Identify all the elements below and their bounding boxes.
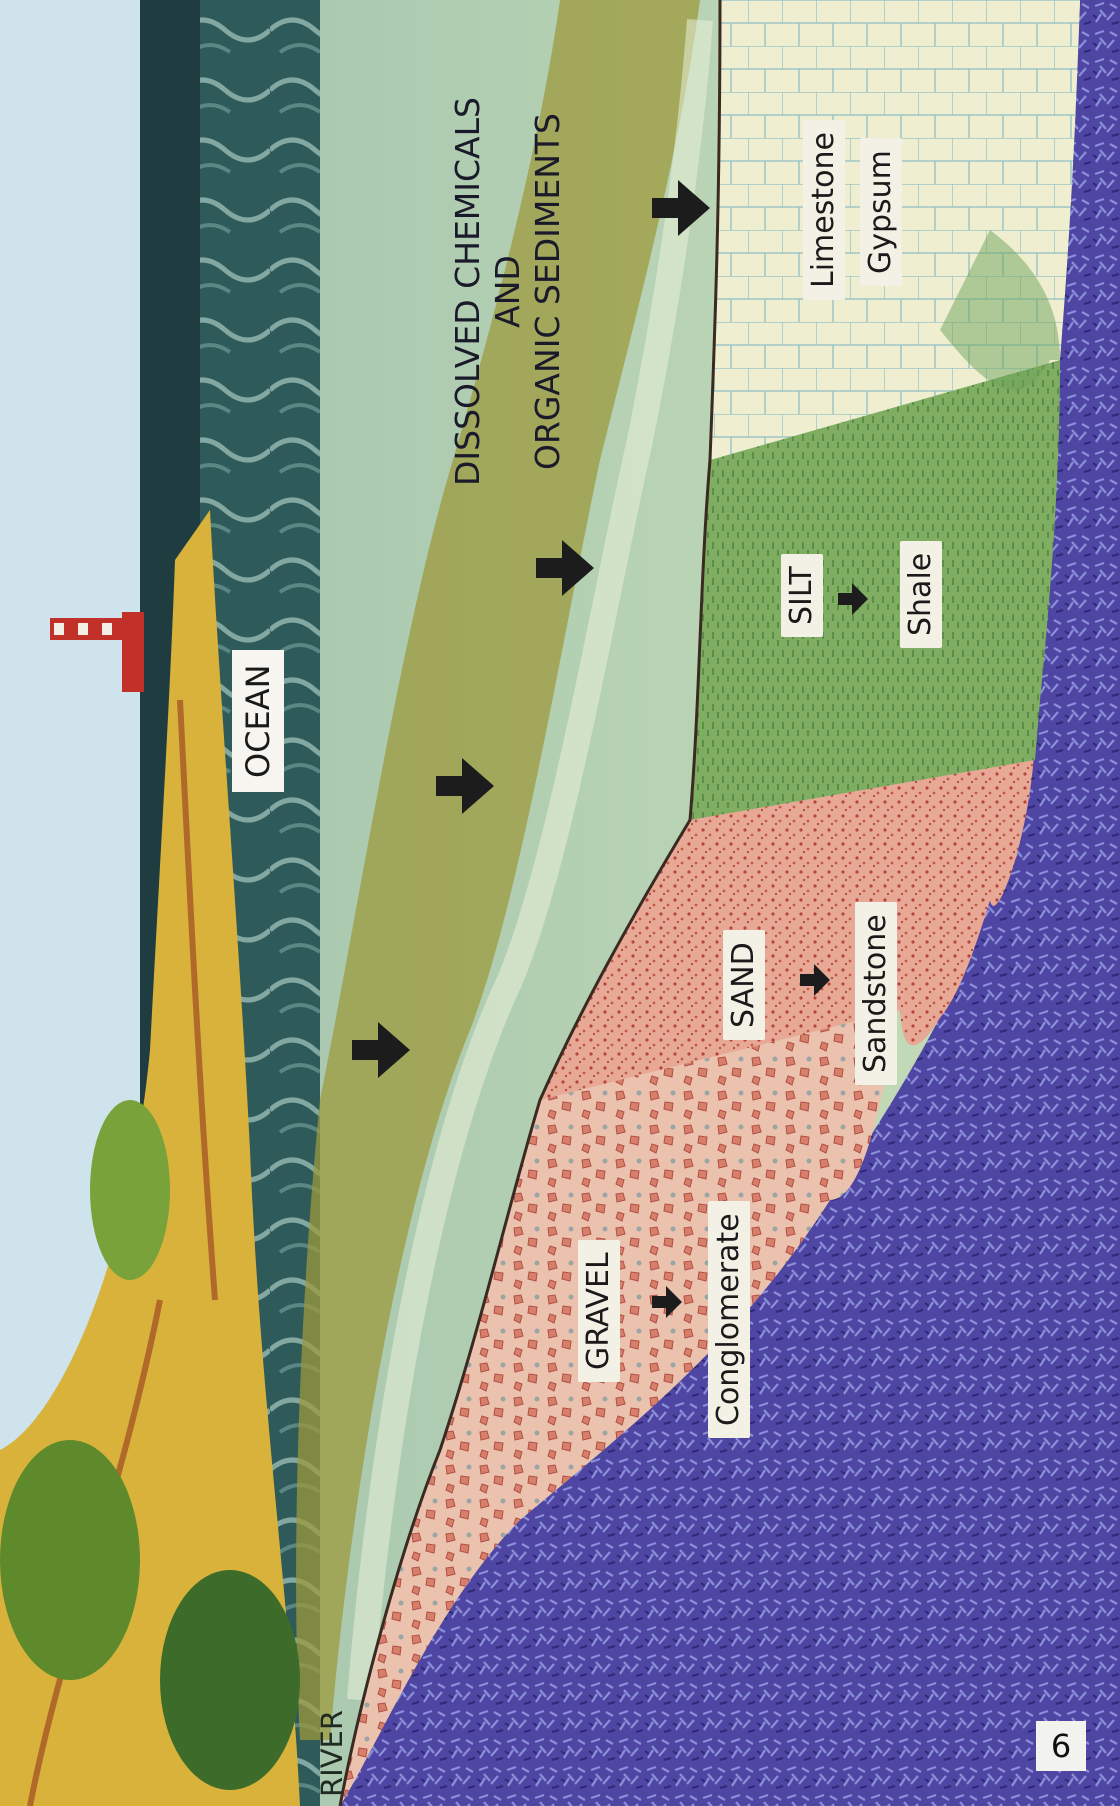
- gypsum-label: Gypsum: [860, 138, 902, 286]
- sand-label: SAND: [723, 930, 765, 1040]
- conglomerate-label: Conglomerate: [708, 1201, 750, 1438]
- sandstone-label: Sandstone: [855, 902, 897, 1085]
- trees: [0, 1440, 140, 1680]
- shale-label: Shale: [900, 541, 942, 648]
- dissolved-chemicals-label: DISSOLVED CHEMICALS AND ORGANIC SEDIMENT…: [448, 97, 568, 486]
- ocean-label: OCEAN: [232, 650, 284, 792]
- river-label: RIVER: [318, 1710, 347, 1797]
- limestone-label: Limestone: [803, 120, 845, 300]
- silt-label: SILT: [781, 554, 823, 637]
- page-number: 6: [1036, 1721, 1086, 1771]
- gravel-label: GRAVEL: [578, 1240, 620, 1382]
